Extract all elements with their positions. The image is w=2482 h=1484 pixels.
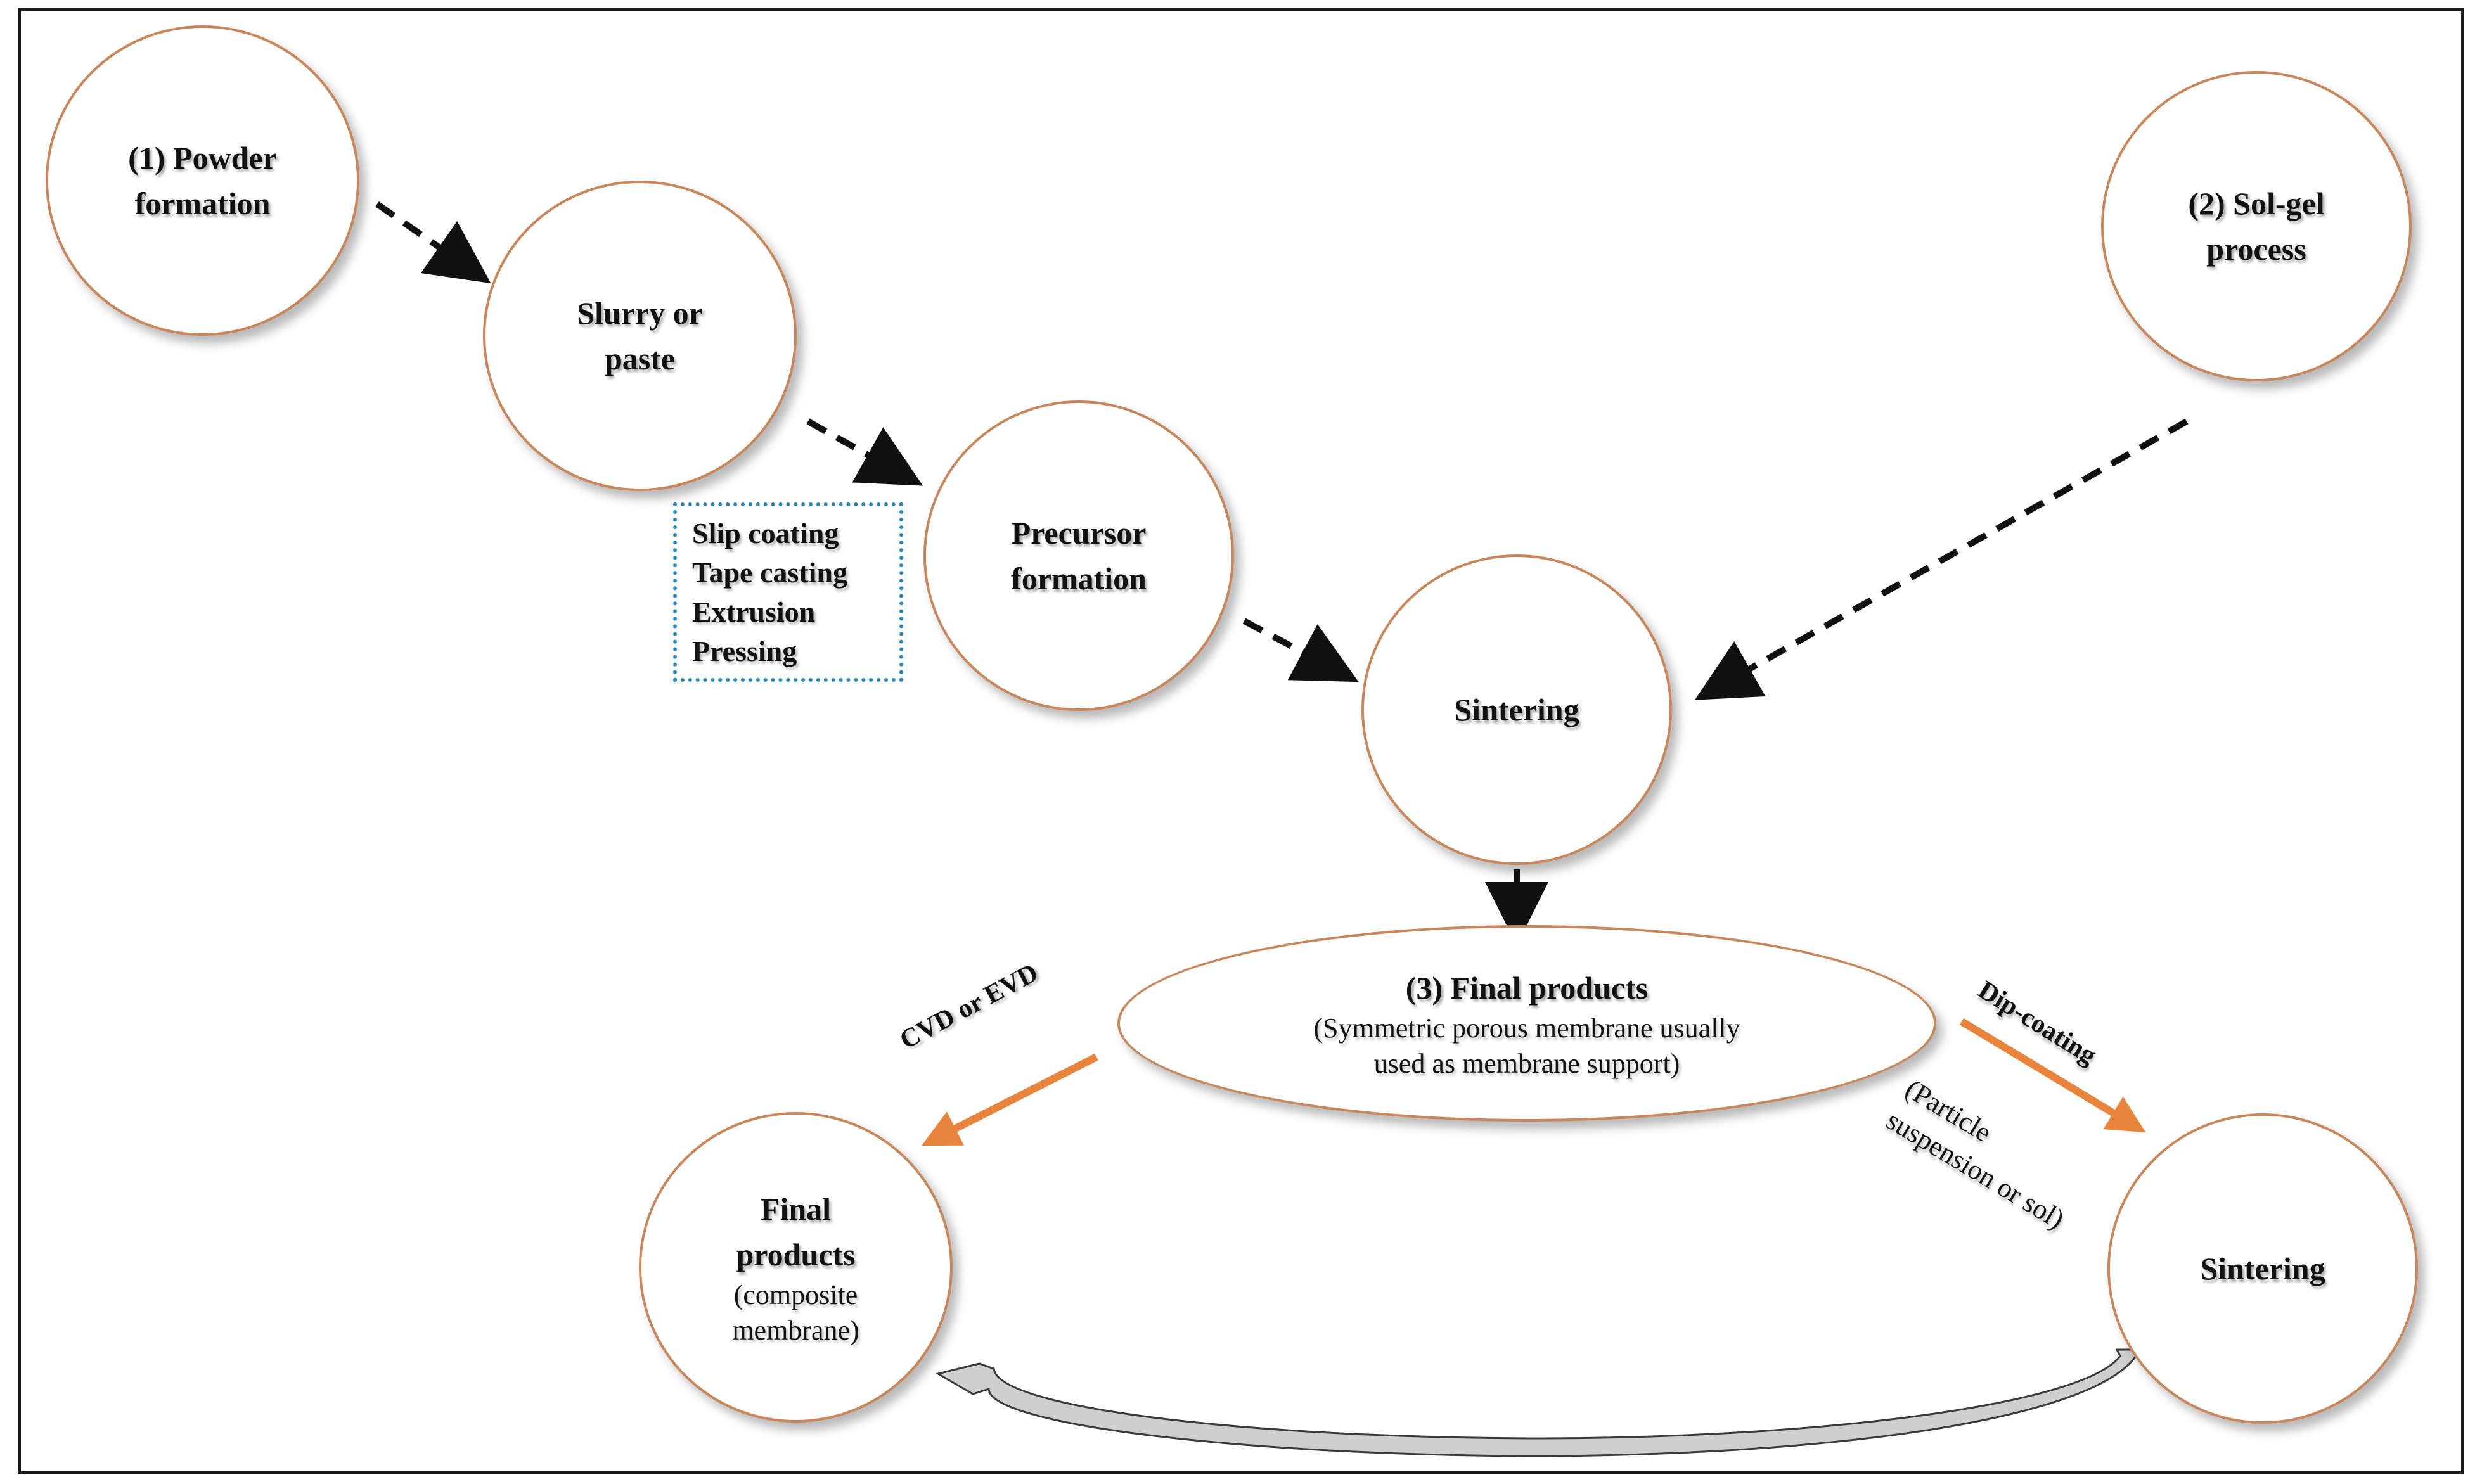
arrow-powder-to-slurry <box>375 201 491 284</box>
precursor-formation-node: Precursor formation <box>923 400 1234 711</box>
slurry-paste-label: Slurry or paste <box>577 295 703 376</box>
sintering-center-label: Sintering <box>1454 692 1579 727</box>
final-products-composite-desc: (composite membrane) <box>732 1279 859 1346</box>
sintering-right-node: Sintering <box>2107 1113 2418 1424</box>
arrow-precursor-to-sintering <box>1242 618 1359 682</box>
sintering-right-label: Sintering <box>2200 1251 2325 1286</box>
precursor-formation-label: Precursor formation <box>1011 515 1147 596</box>
final-products-main-desc: (Symmetric porous membrane usually used … <box>1313 1013 1740 1079</box>
diagram-frame <box>18 8 2464 1474</box>
return-arrow <box>936 1348 2161 1457</box>
final-products-composite-title: Final products <box>736 1191 856 1272</box>
method-pressing: Pressing <box>692 635 797 667</box>
powder-formation-node: (1) Powder formation <box>46 25 359 336</box>
method-tape-casting: Tape casting <box>692 556 847 589</box>
powder-formation-label: (1) Powder formation <box>128 140 277 221</box>
final-products-main-title: (3) Final products <box>1405 970 1649 1006</box>
final-products-main-node: (3) Final products (Symmetric porous mem… <box>1117 925 1936 1122</box>
shaping-methods-box: Slip coating Tape casting Extrusion Pres… <box>673 502 903 682</box>
sol-gel-node: (2) Sol-gel process <box>2101 71 2412 381</box>
method-extrusion: Extrusion <box>692 596 816 628</box>
arrow-final-to-composite <box>921 1053 1098 1146</box>
slurry-paste-node: Slurry or paste <box>483 181 797 491</box>
arrow-slurry-to-precursor <box>806 418 923 486</box>
sintering-center-node: Sintering <box>1361 554 1672 865</box>
sol-gel-label: (2) Sol-gel process <box>2188 186 2325 267</box>
arrow-final-to-sintering-right <box>1959 1018 2146 1133</box>
final-products-composite-node: Final products (composite membrane) <box>639 1112 953 1423</box>
method-slip-coating: Slip coating <box>692 517 839 549</box>
arrow-solgel-to-sintering <box>1694 418 2189 700</box>
